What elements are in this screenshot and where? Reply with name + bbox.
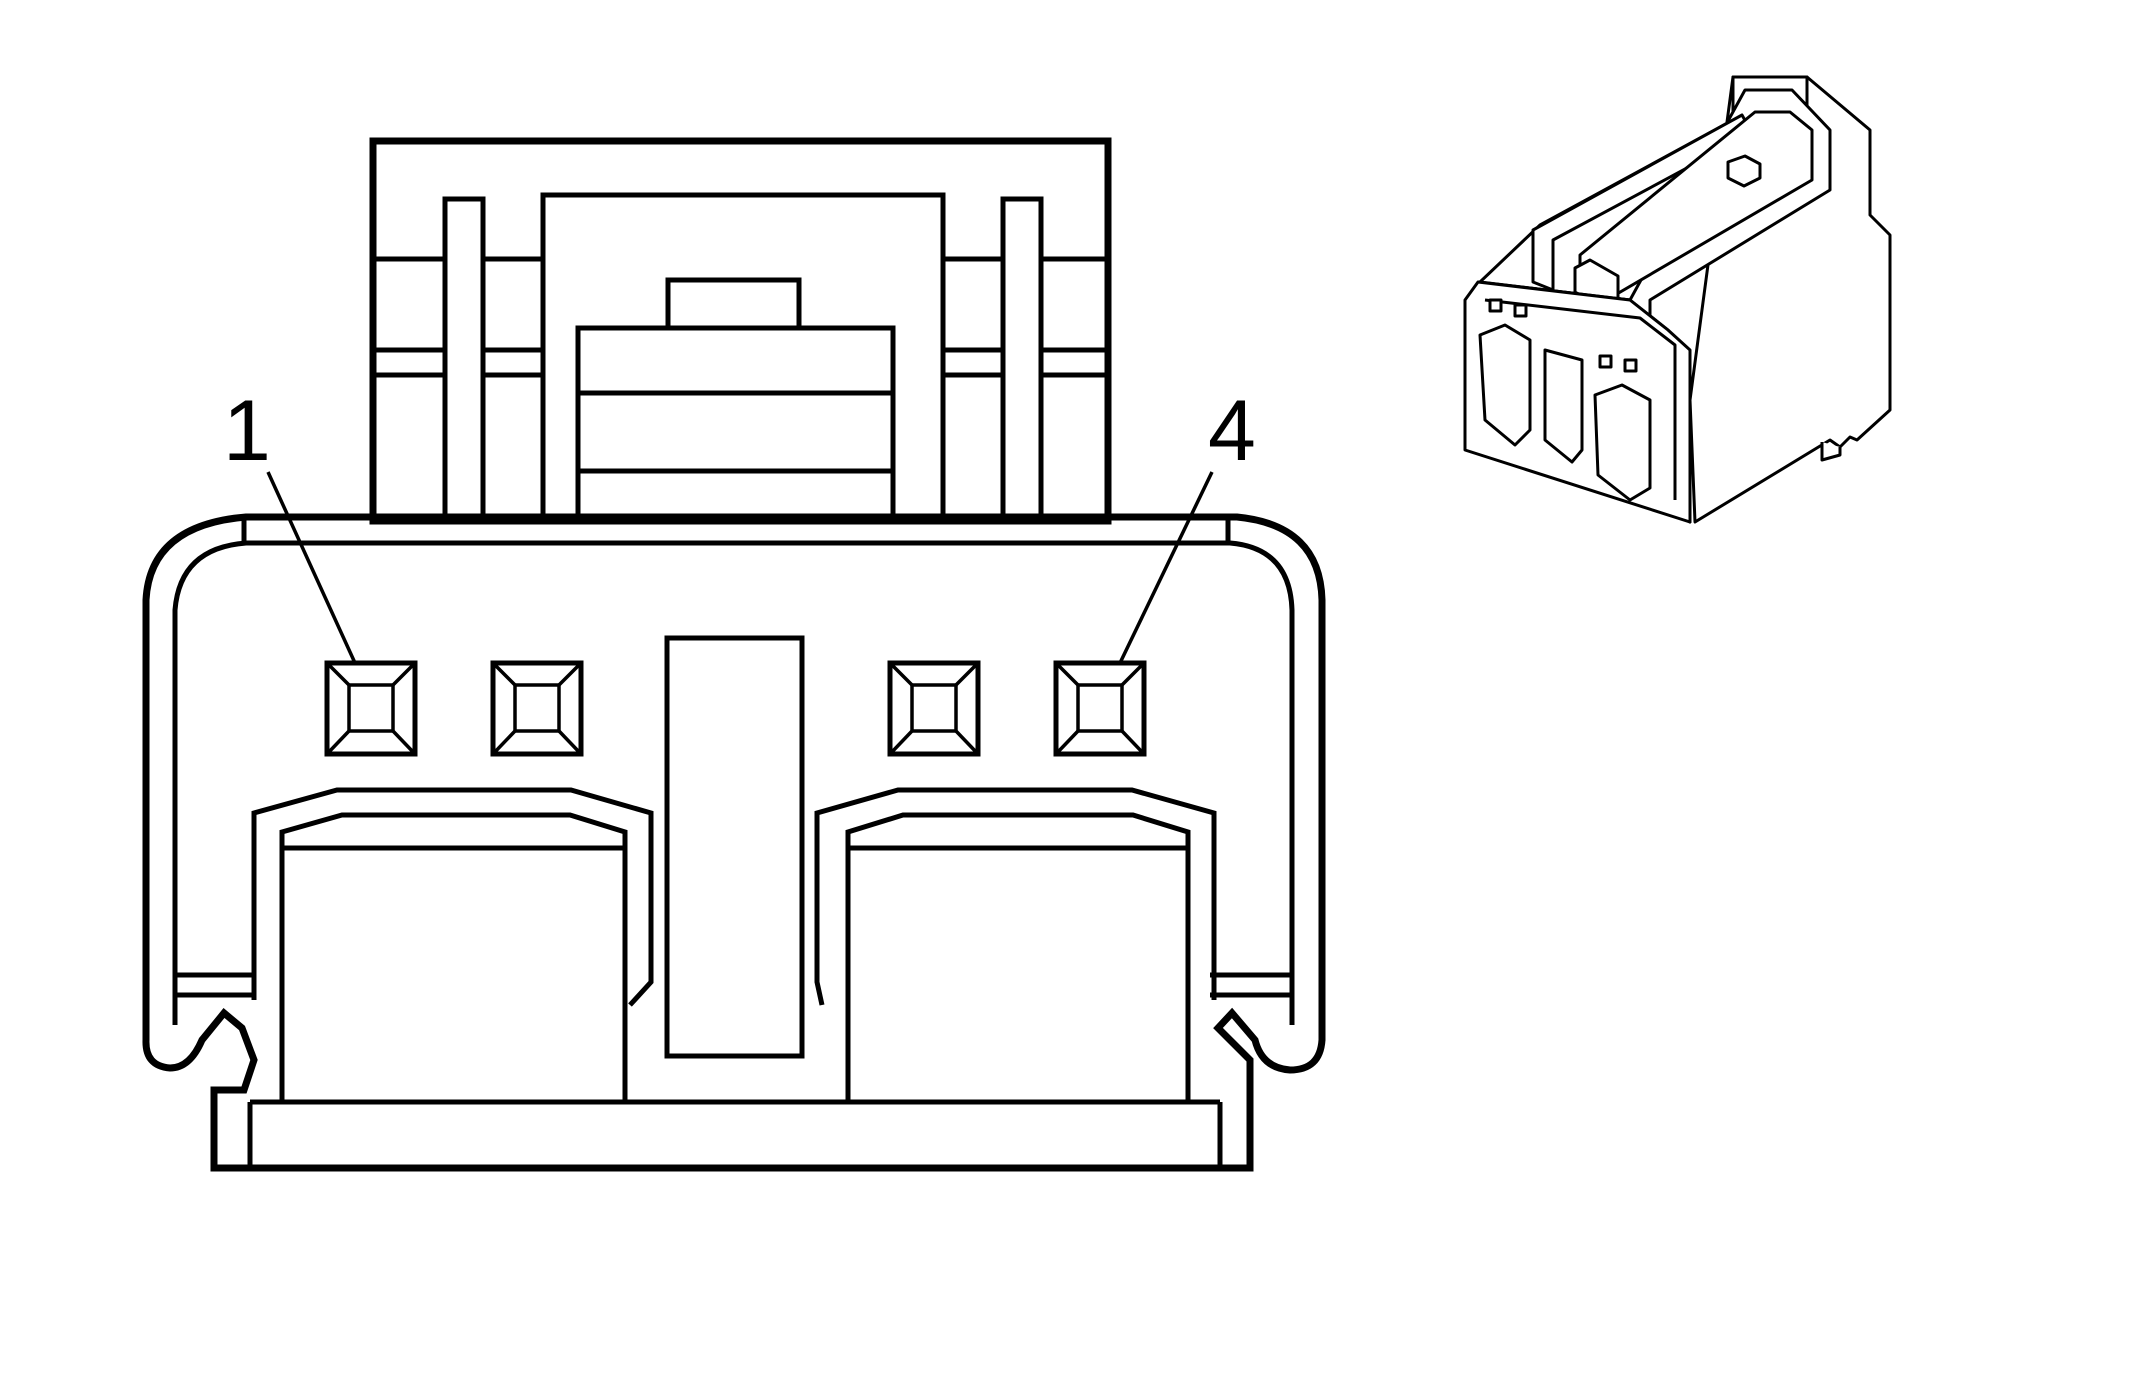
cavity-pin-4 — [1053, 660, 1147, 757]
pin-label-4: 4 — [1208, 383, 1256, 479]
connector-face-view: 1 4 — [142, 137, 1326, 1172]
center-key-rib — [664, 635, 805, 1059]
right-terminal-pocket — [814, 787, 1217, 1102]
leader-line-pin-1 — [266, 471, 357, 664]
connector-isometric-view — [1463, 75, 1892, 524]
cavity-pin-2 — [490, 660, 584, 757]
connector-body — [142, 513, 1326, 1172]
pin-label-1: 1 — [223, 383, 271, 479]
terminal-cavities — [324, 660, 1147, 757]
top-latch — [369, 137, 1112, 525]
left-terminal-pocket — [251, 787, 654, 1102]
cavity-pin-3 — [887, 660, 981, 757]
leader-line-pin-4 — [1118, 471, 1214, 664]
cavity-pin-1 — [324, 660, 418, 757]
